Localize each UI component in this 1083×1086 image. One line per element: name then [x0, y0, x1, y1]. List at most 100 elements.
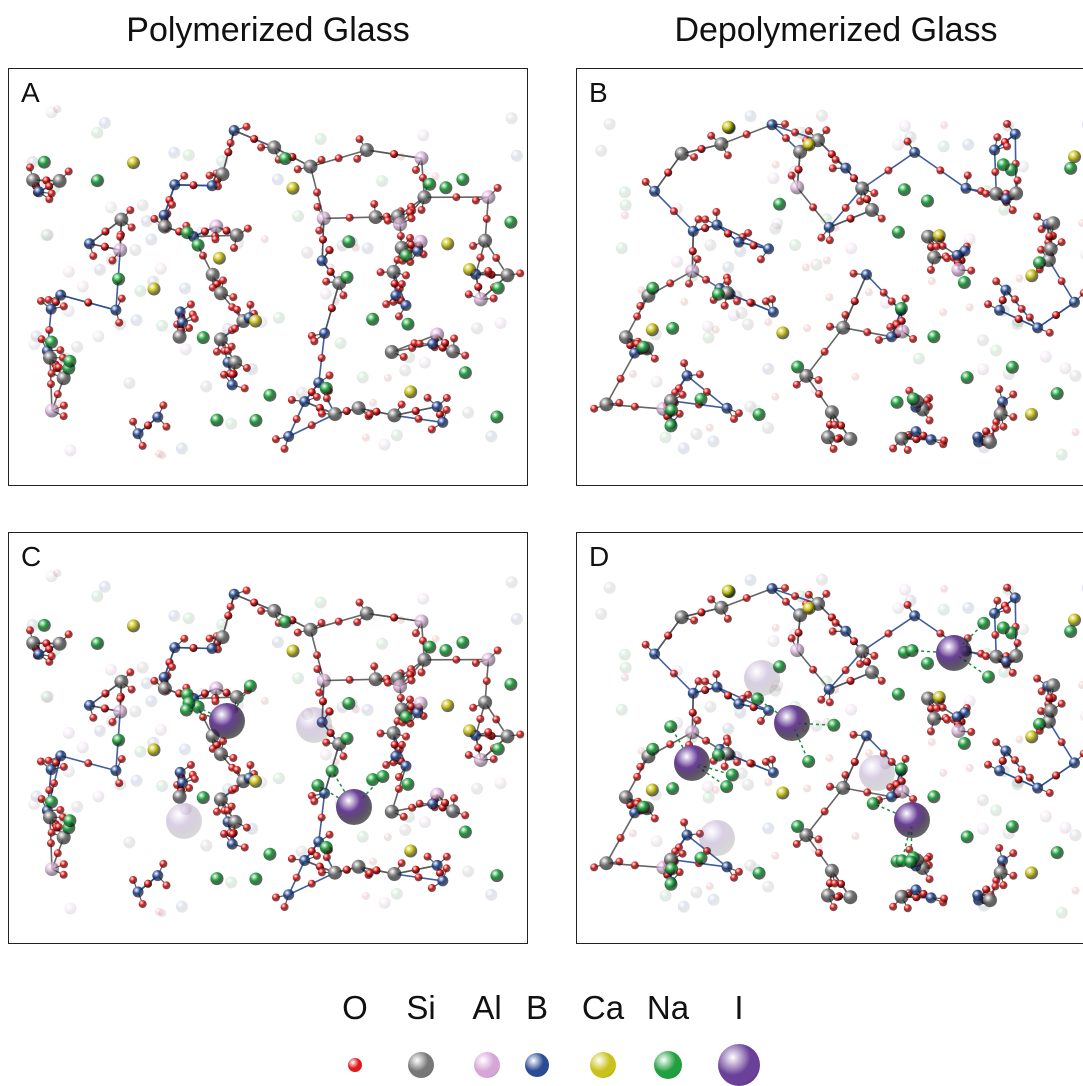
oxygen-atom	[707, 132, 715, 140]
aluminum-atom	[481, 653, 495, 667]
oxygen-atom	[402, 271, 410, 279]
oxygen-atom	[744, 229, 752, 237]
oxygen-atom	[631, 861, 639, 869]
silicon-atom	[385, 345, 399, 359]
boron-atom	[722, 723, 734, 735]
sodium-atom	[620, 199, 632, 211]
boron-atom	[997, 396, 1008, 407]
oxygen-atom	[494, 184, 502, 192]
sodium-atom	[895, 763, 908, 776]
oxygen-atom	[247, 761, 255, 769]
oxygen-atom	[490, 755, 498, 763]
oxygen-atom	[696, 370, 704, 378]
oxygen-atom	[340, 291, 348, 299]
sodium-atom	[1006, 361, 1019, 374]
boron-atom	[1000, 285, 1011, 296]
oxygen-atom	[788, 172, 796, 180]
sodium-atom	[666, 322, 679, 335]
oxygen-atom	[314, 665, 322, 673]
sodium-atom	[492, 743, 505, 756]
oxygen-atom	[991, 882, 999, 890]
silicon-atom	[230, 228, 244, 242]
sodium-atom	[292, 210, 304, 222]
boron-atom	[145, 234, 157, 246]
calcium-atom	[148, 283, 161, 296]
silicon-atom	[691, 428, 703, 440]
boron-atom	[708, 436, 720, 448]
sodium-atom	[616, 704, 628, 716]
oxygen-atom	[443, 394, 451, 402]
aluminum-atom	[977, 823, 989, 835]
oxygen-atom	[340, 752, 348, 760]
oxygen-atom	[243, 824, 251, 832]
oxygen-atom	[377, 730, 385, 738]
aluminum-atom	[702, 320, 714, 332]
oxygen-atom	[45, 645, 53, 653]
oxygen-atom	[967, 267, 975, 275]
oxygen-atom	[443, 406, 451, 414]
silicon-atom	[387, 408, 401, 422]
oxygen-atom	[247, 301, 255, 309]
oxygen-atom	[89, 252, 97, 260]
sodium-atom	[211, 414, 224, 427]
silicon-atom	[71, 341, 83, 353]
silicon-atom	[228, 355, 242, 369]
boron-atom	[131, 775, 143, 787]
oxygen-atom	[163, 881, 171, 889]
boron-atom	[227, 839, 238, 850]
oxygen-atom	[928, 738, 936, 746]
sodium-atom	[134, 285, 146, 297]
oxygen-atom	[212, 235, 220, 243]
aluminum-atom	[651, 835, 663, 847]
oxygen-atom	[1003, 606, 1011, 614]
sodium-atom	[342, 697, 355, 710]
sodium-atom	[91, 637, 104, 650]
oxygen-atom	[680, 819, 688, 827]
oxygen-atom	[629, 830, 637, 838]
sodium-atom	[490, 869, 503, 882]
oxygen-atom	[326, 246, 334, 254]
oxygen-atom	[37, 758, 45, 766]
oxygen-atom	[826, 236, 834, 244]
oxygen-atom	[335, 618, 343, 626]
sodium-atom	[456, 173, 469, 186]
aluminum-atom	[113, 705, 127, 719]
sodium-atom	[703, 332, 715, 344]
sodium-atom	[892, 226, 905, 239]
oxygen-atom	[118, 755, 126, 763]
oxygen-atom	[418, 206, 426, 214]
oxygen-atom	[991, 631, 999, 639]
oxygen-atom	[243, 364, 251, 372]
oxygen-atom	[398, 859, 406, 867]
oxygen-atom	[163, 423, 171, 431]
oxygen-atom	[689, 709, 697, 717]
aluminum-atom	[415, 151, 429, 165]
boron-atom	[1010, 592, 1021, 603]
sodium-atom	[664, 720, 677, 733]
oxygen-atom	[822, 126, 830, 134]
oxygen-atom	[933, 704, 941, 712]
aluminum-atom	[685, 264, 699, 278]
sodium-atom	[927, 790, 940, 803]
sodium-atom	[616, 242, 628, 254]
panel-d-label: D	[589, 541, 609, 573]
oxygen-atom	[390, 614, 398, 622]
oxygen-atom	[701, 686, 709, 694]
aluminum-atom	[685, 725, 699, 739]
oxygen-atom	[721, 763, 729, 771]
oxygen-atom	[685, 280, 693, 288]
oxygen-atom	[47, 380, 55, 388]
oxygen-atom	[670, 670, 678, 678]
oxygen-atom	[982, 652, 990, 660]
oxygen-atom	[1046, 329, 1054, 337]
oxygen-atom	[343, 866, 351, 874]
oxygen-atom	[398, 741, 406, 749]
sodium-atom	[938, 140, 950, 152]
silicon-atom	[501, 729, 515, 743]
oxygen-atom	[395, 785, 403, 793]
aluminum-atom	[63, 727, 75, 739]
boron-atom	[169, 179, 180, 190]
column-title-polymerized: Polymerized Glass	[8, 8, 528, 52]
oxygen-atom	[993, 133, 1001, 141]
boron-atom	[272, 174, 284, 186]
